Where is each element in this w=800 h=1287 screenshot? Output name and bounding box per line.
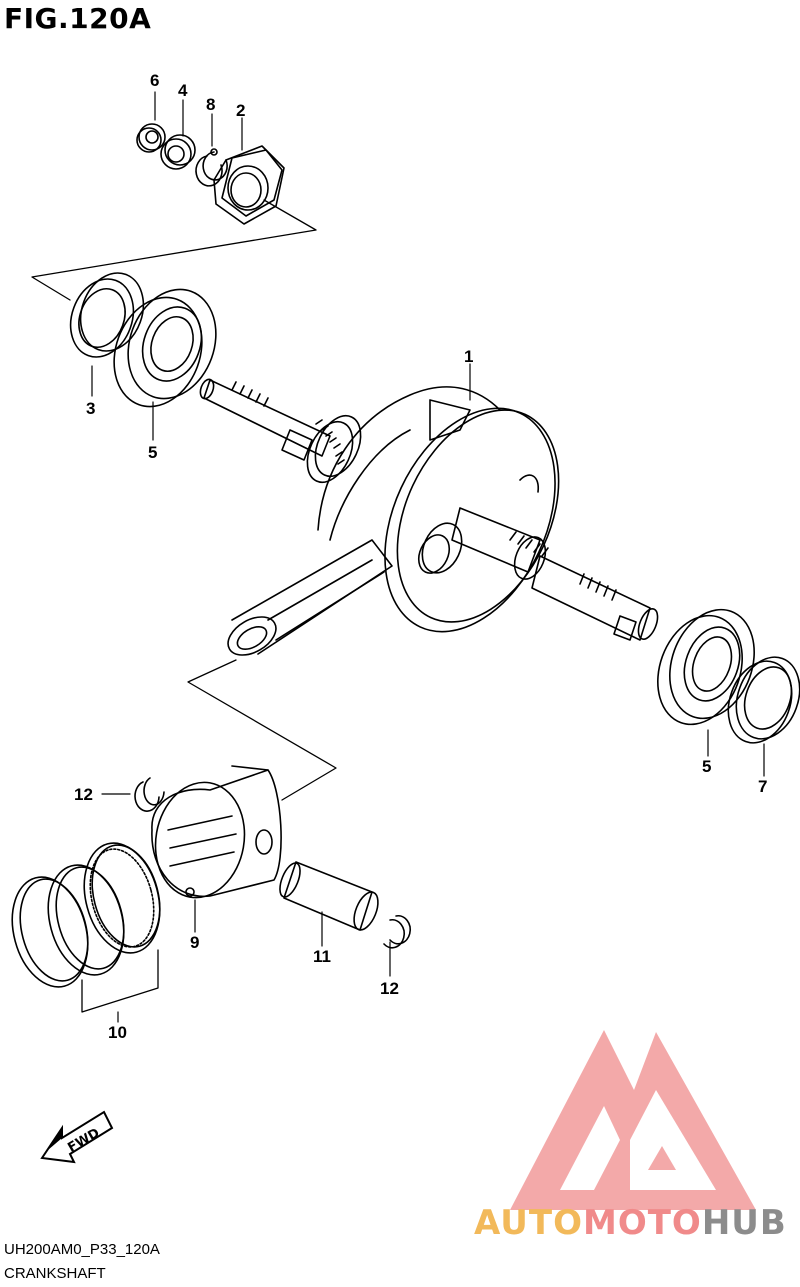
callout-3: 3 [86, 399, 95, 418]
callout-4: 4 [178, 81, 188, 100]
callout-6: 6 [150, 71, 159, 90]
watermark-hub: HUB [702, 1203, 787, 1243]
oil-seal-part-3 [69, 272, 145, 358]
circlip-part-12-bottom [383, 914, 411, 949]
callout-2: 2 [236, 101, 245, 120]
piston-pin-part-11 [279, 861, 379, 931]
oil-seal-part-7 [727, 656, 800, 744]
watermark-moto: MOTO [583, 1203, 702, 1243]
bearing-part-4 [160, 134, 196, 170]
callout-5-right: 5 [702, 757, 711, 776]
piston-ring-set-part-10 [11, 842, 161, 1013]
watermark-text: AUTOMOTOHUB [474, 1203, 787, 1243]
callout-11: 11 [313, 947, 331, 966]
callout-12-top: 12 [74, 785, 93, 804]
callout-12-bottom: 12 [380, 979, 399, 998]
figure-code: UH200AM0_P33_120A [4, 1241, 160, 1258]
crankshaft-part-1 [199, 378, 659, 656]
bearing-part-5-left [113, 288, 217, 408]
callout-9: 9 [190, 933, 199, 952]
callout-5-left: 5 [148, 443, 157, 462]
automotohub-watermark-logo [510, 1030, 756, 1210]
group-bracket-top [31, 199, 317, 301]
watermark-auto: AUTO [474, 1203, 583, 1243]
piston-part-9 [151, 765, 282, 899]
callout-10: 10 [108, 1023, 127, 1042]
nut-part-2 [213, 145, 285, 225]
group-bracket-middle [187, 659, 337, 801]
callout-8: 8 [206, 95, 215, 114]
circlip-part-8 [195, 148, 228, 187]
bearing-part-5-right [657, 608, 755, 726]
figure-title: FIG.120A [4, 2, 152, 35]
callout-1: 1 [464, 347, 473, 366]
figure-caption: CRANKSHAFT [4, 1265, 106, 1282]
callout-7: 7 [758, 777, 767, 796]
fwd-arrow-icon: FWD [40, 1110, 114, 1164]
oil-seal-part-6 [136, 123, 166, 153]
circlip-part-12-top [134, 777, 165, 812]
